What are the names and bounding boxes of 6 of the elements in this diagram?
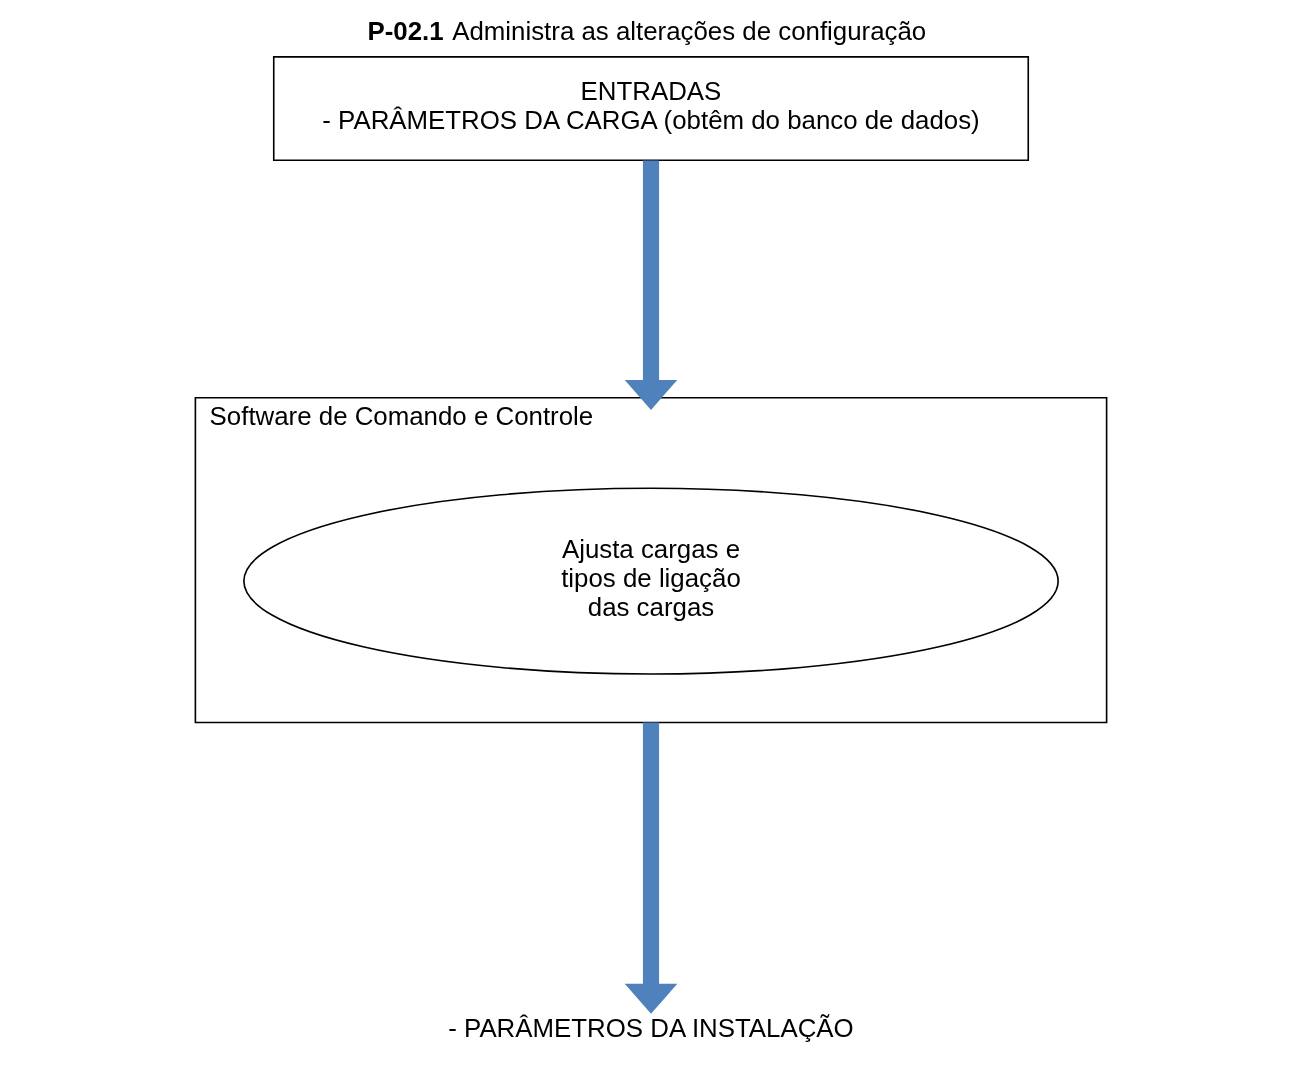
arrow — [624, 160, 677, 411]
node-text: - PARÂMETROS DA INSTALAÇÃO — [447, 1014, 854, 1043]
arrow — [624, 722, 677, 1014]
node-box: ENTRADAS - PARÂMETROS DA CARGA (obtêm do banco de dados) — [272, 56, 1029, 162]
node-ellipse: Ajusta cargas e tipos de ligação das cargas — [242, 487, 1059, 675]
diagram-title: P-02.1 Administra as alterações de configuração — [366, 17, 926, 46]
